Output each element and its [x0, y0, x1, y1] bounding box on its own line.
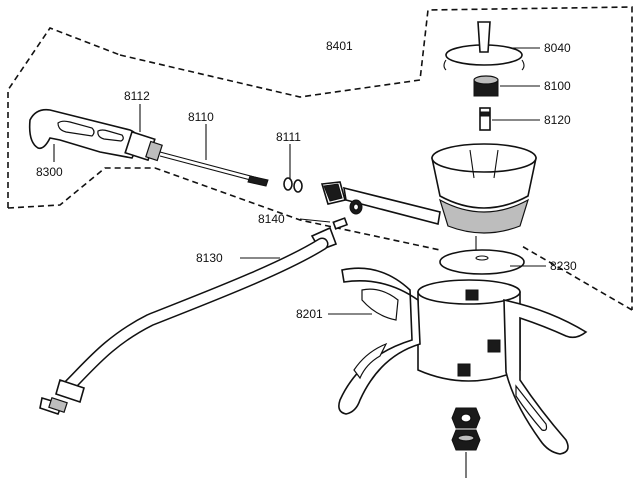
label-8201: 8201	[296, 307, 323, 321]
leader-8140	[299, 218, 331, 223]
assembly-boundary-8401	[7, 6, 633, 311]
burner-bowl	[431, 143, 537, 250]
label-8110: 8110	[188, 110, 214, 124]
label-8130: 8130	[196, 251, 223, 265]
label-8040: 8040	[544, 41, 571, 55]
plate-8230	[439, 249, 525, 275]
nipple-8140	[332, 217, 349, 230]
jet-8120	[479, 107, 491, 131]
label-8111: 8111	[276, 130, 301, 144]
label-8100: 8100	[544, 79, 571, 93]
rod-8110	[159, 151, 269, 187]
hose-8130	[39, 226, 338, 415]
pot-support-8201	[338, 267, 588, 455]
label-8112: 8112	[124, 89, 150, 103]
label-8230: 8230	[550, 259, 577, 273]
fitting-8112	[124, 130, 163, 162]
fuel-tube	[320, 181, 441, 225]
pump-handle-8300	[28, 108, 140, 159]
nut-8100	[473, 75, 499, 97]
bottom-nuts	[451, 407, 481, 478]
spreader-8040	[443, 21, 525, 71]
o-rings-8111	[283, 177, 303, 193]
label-8140: 8140	[258, 212, 285, 226]
label-8401: 8401	[326, 39, 353, 53]
label-8120: 8120	[544, 113, 571, 127]
label-8300: 8300	[36, 165, 63, 179]
